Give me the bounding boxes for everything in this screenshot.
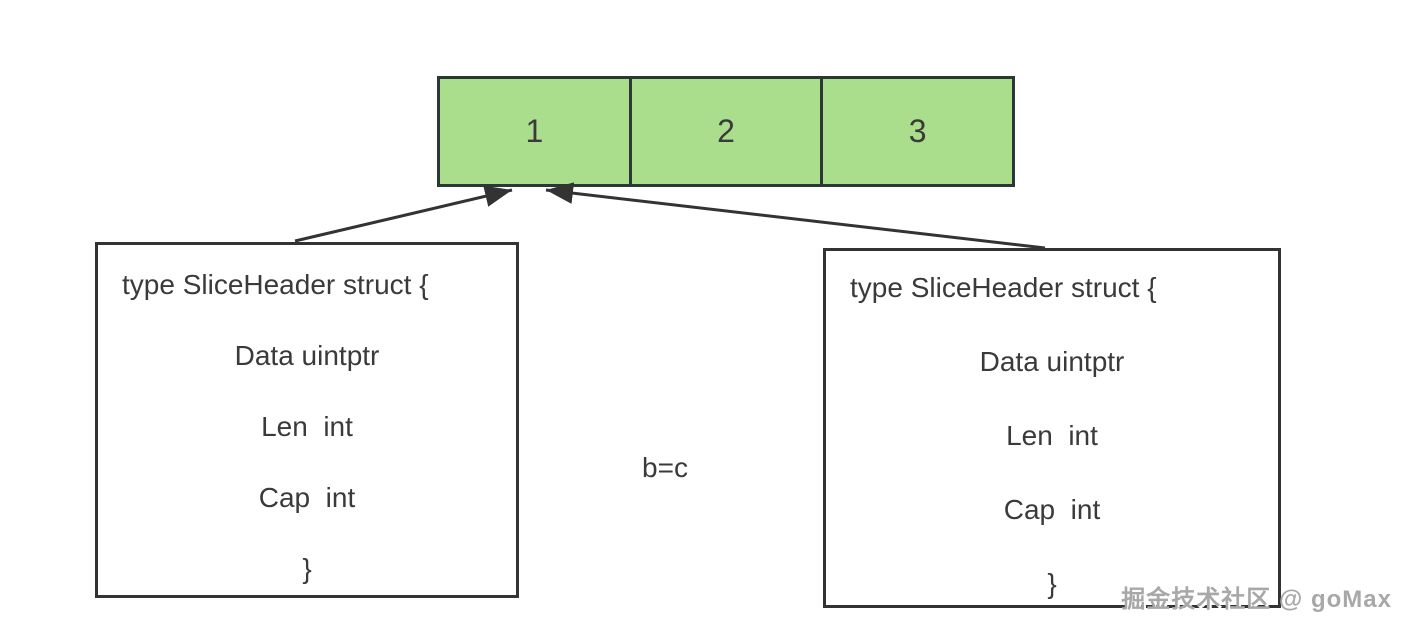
arrow-left-struct-to-array xyxy=(294,185,513,243)
struct-code-line: } xyxy=(1047,568,1057,599)
struct-code-line: } xyxy=(302,552,312,584)
array-cell-1: 1 xyxy=(440,79,632,184)
array-cell-3: 3 xyxy=(823,79,1012,184)
struct-code-line: type SliceHeader struct { xyxy=(850,272,1157,303)
slice-header-box-right: type SliceHeader struct { Data uintptr L… xyxy=(823,248,1281,608)
slice-header-box-left: type SliceHeader struct { Data uintptr L… xyxy=(95,242,519,598)
struct-code-line: Data uintptr xyxy=(979,346,1125,377)
array-cell-2: 2 xyxy=(632,79,824,184)
backing-array: 1 2 3 xyxy=(437,76,1015,187)
struct-code-line: Cap int xyxy=(1003,494,1101,525)
array-cell-1-value: 1 xyxy=(525,113,544,149)
assignment-label: b=c xyxy=(642,452,688,483)
array-cell-3-value: 3 xyxy=(908,113,927,149)
struct-code-line: Cap int xyxy=(258,481,356,513)
struct-code-line: Len int xyxy=(261,410,353,442)
struct-code-line: Len int xyxy=(1006,420,1098,451)
arrow-right-struct-to-array xyxy=(545,182,1046,250)
struct-code-line: Data uintptr xyxy=(234,339,380,371)
array-cell-2-value: 2 xyxy=(717,113,735,149)
watermark: 掘金技术社区 @ goMax xyxy=(1121,586,1392,613)
struct-code-line: type SliceHeader struct { xyxy=(122,268,429,300)
